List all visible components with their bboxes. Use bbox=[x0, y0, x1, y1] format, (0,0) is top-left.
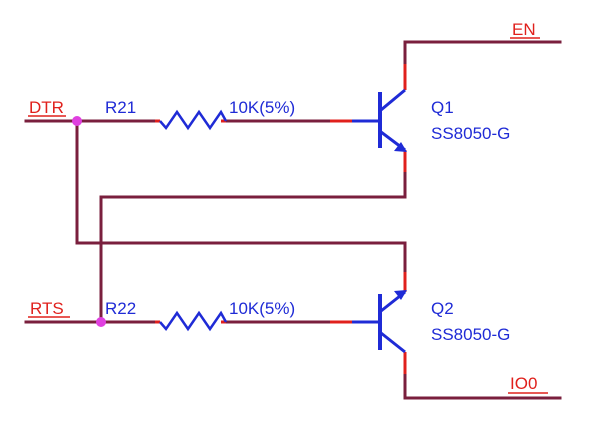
q1-emitter-arrow bbox=[394, 142, 407, 152]
pin-stubs bbox=[155, 64, 407, 374]
resistor-r22-symbol bbox=[159, 310, 228, 332]
q1-collector-lead bbox=[380, 88, 406, 112]
transistor-q1-ref: Q1 bbox=[431, 98, 454, 117]
net-label-rts: RTS bbox=[30, 299, 64, 318]
resistor-r22-value: 10K(5%) bbox=[229, 299, 295, 318]
transistor-q2-symbol bbox=[352, 290, 407, 354]
q2-collector-lead bbox=[380, 331, 406, 354]
net-label-io0: IO0 bbox=[510, 374, 537, 393]
resistor-r21-symbol bbox=[159, 109, 228, 131]
resistor-r21-ref: R21 bbox=[105, 98, 136, 117]
q2-emitter-arrow bbox=[394, 290, 407, 300]
transistor-q2-ref: Q2 bbox=[431, 299, 454, 318]
transistor-q1-part: SS8050-G bbox=[431, 124, 510, 143]
junction-dtr bbox=[72, 116, 82, 126]
resistor-r21-value: 10K(5%) bbox=[229, 98, 295, 117]
net-label-dtr: DTR bbox=[29, 98, 64, 117]
transistor-q2-part: SS8050-G bbox=[431, 325, 510, 344]
wires bbox=[24, 40, 562, 400]
resistor-r22-ref: R22 bbox=[105, 299, 136, 318]
net-label-en: EN bbox=[512, 20, 536, 39]
junction-rts bbox=[96, 317, 106, 327]
transistor-q1-symbol bbox=[352, 88, 407, 152]
